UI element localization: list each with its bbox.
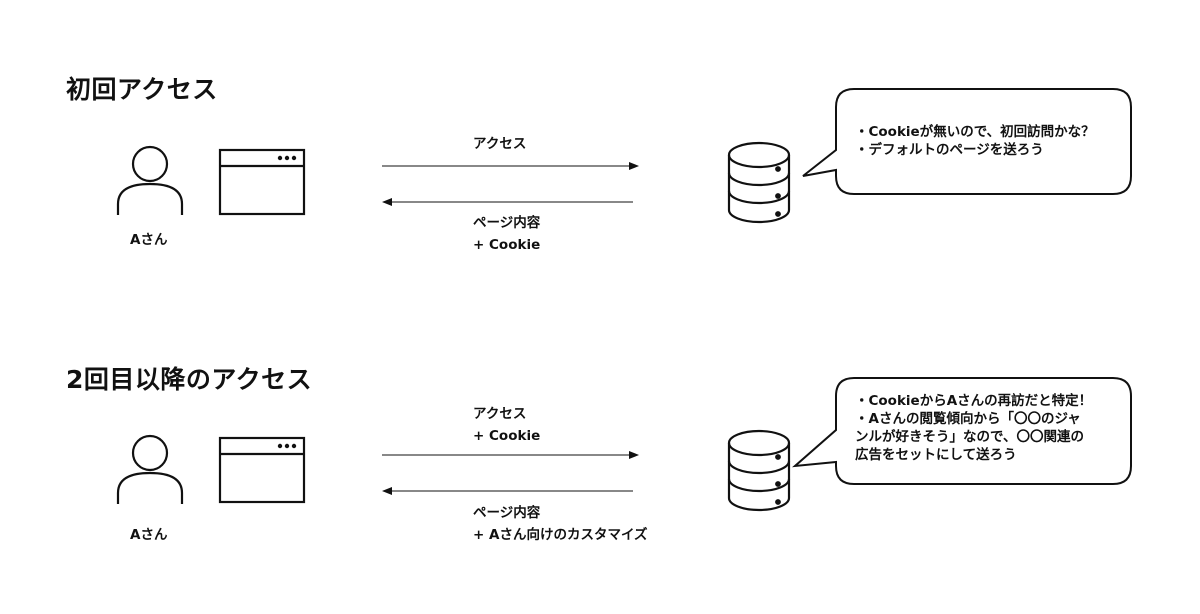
response-label-line: + Aさん向けのカスタマイズ [473,527,648,543]
server-note: ・Cookieが無いので、初回訪問かな？ ・デフォルトのページを送ろう [855,123,1095,159]
response-label-line: ページ内容 [473,215,541,231]
speech-bubble [792,377,1132,485]
request-label-line: アクセス [473,406,527,422]
server-note-line: 広告をセットにして送ろう [855,447,1017,463]
server-note: ・CookieからAさんの再訪だと特定！ ・Aさんの閲覧傾向から「〇〇のジャ ン… [855,392,1092,464]
request-label-line: アクセス [473,136,527,152]
server-note-line: ・デフォルトのページを送ろう [855,142,1044,158]
response-label: ページ内容 + Cookie [473,212,540,256]
user-label: Aさん [130,527,168,543]
person-icon [116,145,184,215]
server-note-line: ・Cookieが無いので、初回訪問かな？ [855,124,1095,140]
request-label-line: + Cookie [473,428,541,444]
user-label: Aさん [130,232,168,248]
response-label: ページ内容 + Aさん向けのカスタマイズ [473,502,648,546]
browser-window-icon [218,148,306,216]
database-server-icon [727,141,791,224]
browser-window-icon [218,436,306,504]
server-note-line: ・CookieからAさんの再訪だと特定！ [855,393,1093,409]
server-note-line: ・Aさんの閲覧傾向から「〇〇のジャ [855,411,1081,427]
database-server-icon [727,429,791,512]
response-label-line: ページ内容 [473,505,541,521]
server-note-line: ンルが好きそう」なので、〇〇関連の [855,429,1084,445]
section-title-repeat-access: 2回目以降のアクセス [66,365,313,394]
section-title-first-access: 初回アクセス [66,75,218,104]
person-icon [116,434,184,504]
request-label: アクセス + Cookie [473,403,540,447]
request-label: アクセス [473,133,526,155]
speech-bubble [802,88,1132,195]
response-label-line: + Cookie [473,237,541,253]
